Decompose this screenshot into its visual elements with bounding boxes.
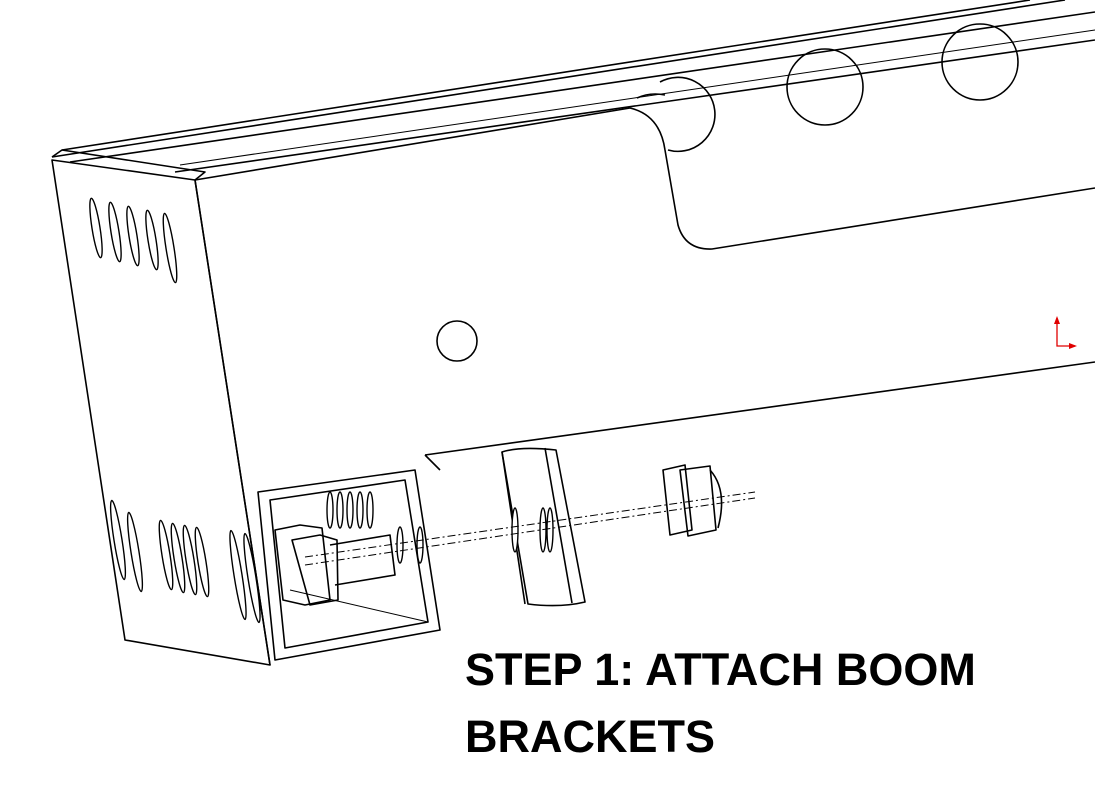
caption-line-2: BRACKETS bbox=[465, 711, 715, 762]
boom-tube-end bbox=[257, 469, 441, 661]
boom-cutout bbox=[629, 93, 1095, 250]
inner-slots bbox=[326, 491, 424, 564]
boom-front-face bbox=[194, 179, 1095, 666]
caption-line-1: STEP 1: ATTACH BOOM bbox=[465, 644, 976, 695]
boom-rail-top bbox=[51, 0, 1095, 181]
nut-washer bbox=[662, 464, 723, 537]
axis-indicator-icon bbox=[1054, 316, 1077, 349]
bolt-axis-centerline bbox=[304, 491, 756, 566]
vent-slots-lower bbox=[109, 499, 261, 624]
boom-holes bbox=[436, 23, 1019, 362]
vent-slots-upper bbox=[89, 197, 178, 284]
end-cap-side bbox=[51, 149, 271, 666]
bolt-head bbox=[274, 524, 396, 606]
